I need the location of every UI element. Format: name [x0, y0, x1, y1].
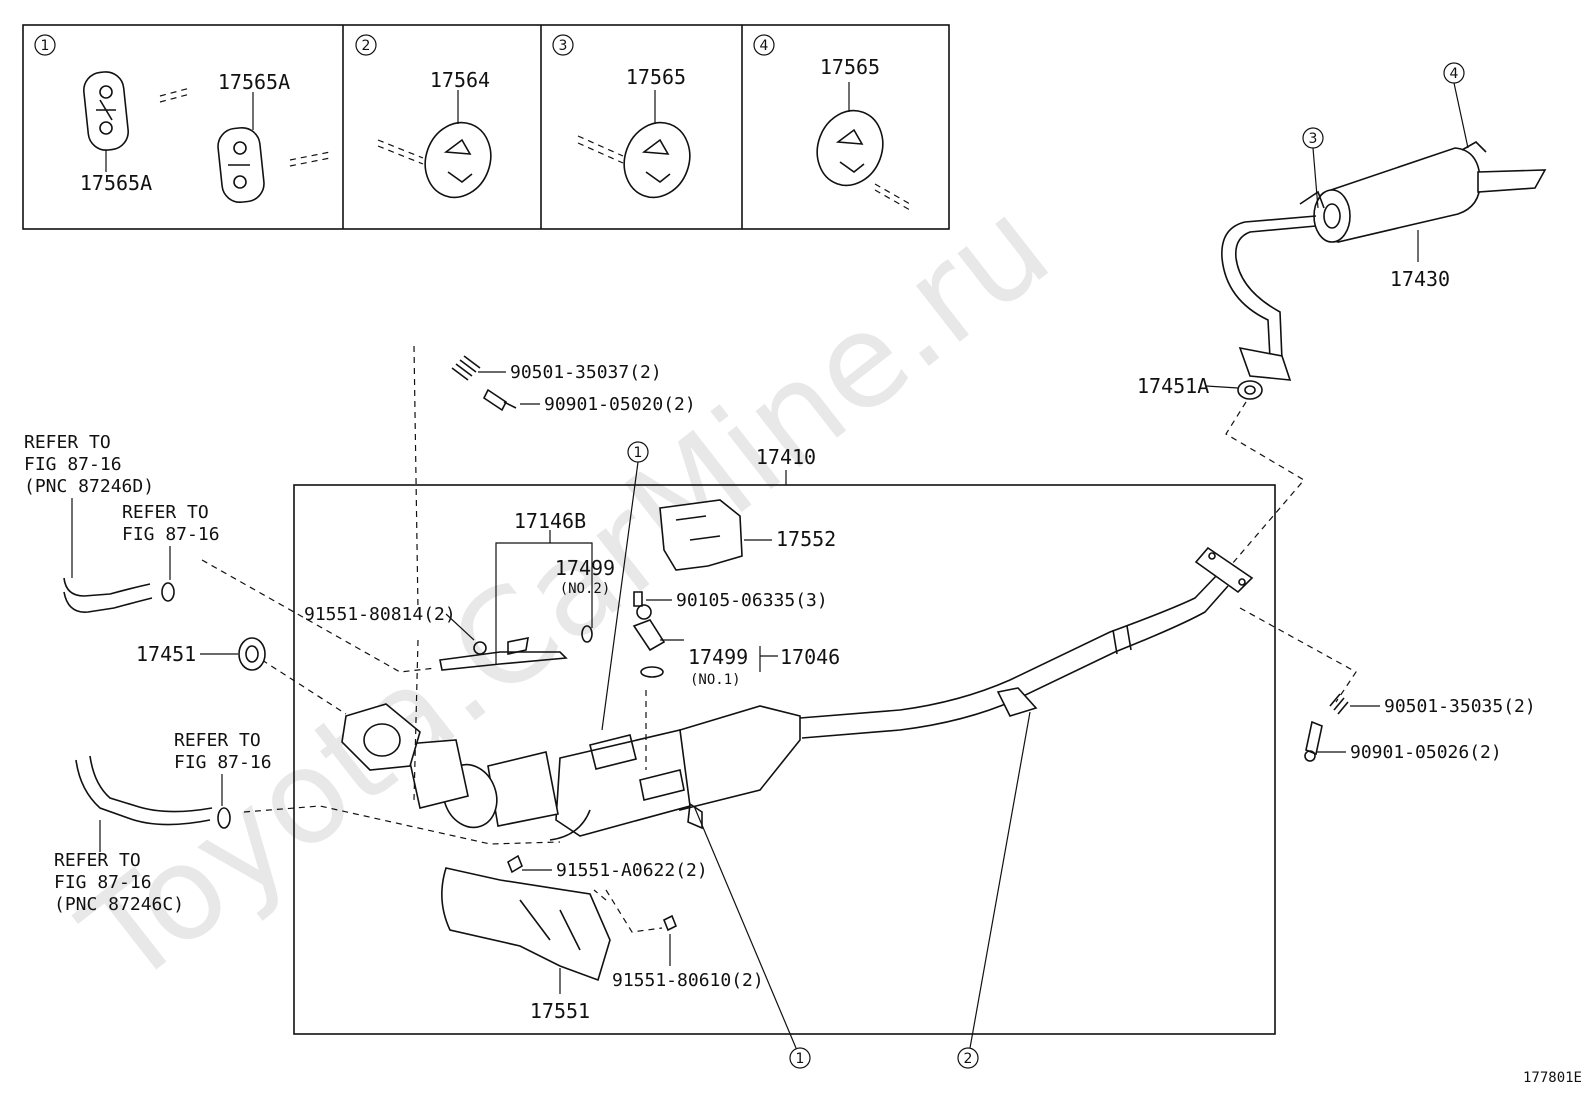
part-label-90501-35037: 90501-35037(2)	[510, 362, 662, 383]
label-91551-80814: 91551-80814(2)	[304, 604, 475, 641]
part-label-90901-05020: 90901-05020(2)	[544, 394, 696, 415]
part-label-17046: 17046	[780, 645, 840, 669]
part-label-17146B: 17146B	[514, 509, 586, 533]
exhaust-pipe-assembly	[341, 499, 1254, 982]
panel-number: 4	[760, 38, 769, 54]
label-90105: 90105-06335(3)	[646, 590, 828, 611]
part-label-17552: 17552	[776, 527, 836, 551]
part-label-17451: 17451	[136, 642, 196, 666]
part-label-17551: 17551	[530, 999, 590, 1023]
refer-note-1: REFER TO FIG 87-16 (PNC 87246D)	[24, 432, 175, 613]
note-no2: (NO.2)	[560, 581, 611, 597]
svg-text:REFER TO: REFER TO	[174, 730, 261, 751]
muffler-assembly: 3 4 17430 17451A	[1137, 62, 1547, 565]
svg-text:REFER TO: REFER TO	[54, 850, 141, 871]
label-17552: 17552	[744, 527, 836, 551]
callout-4: 4	[1450, 66, 1459, 82]
callout-3: 3	[1309, 131, 1318, 147]
part-label-17499-no1: 17499	[688, 645, 748, 669]
callout-2-bottom: 2	[957, 711, 1031, 1069]
fastener-90501-35035: 90501-35035(2)	[1329, 693, 1536, 717]
part-label: 17565	[626, 65, 686, 89]
inset-panel-2: 2 17564	[355, 34, 492, 199]
part-label-17410: 17410	[756, 445, 816, 469]
inset-panel-3: 3 17565	[552, 34, 691, 199]
part-label-17430: 17430	[1390, 267, 1450, 291]
refer-note-4: REFER TO FIG 87-16 (PNC 87246C)	[54, 755, 213, 915]
label-17451: 17451	[136, 637, 266, 671]
label-17551: 17551	[530, 968, 590, 1023]
part-label-91551-A0622: 91551-A0622(2)	[556, 860, 708, 881]
inset-panel-4: 4 17565	[753, 34, 911, 211]
svg-text:2: 2	[964, 1051, 973, 1067]
panel-number: 2	[362, 38, 371, 54]
svg-text:1: 1	[796, 1051, 805, 1067]
svg-text:1: 1	[634, 445, 643, 461]
svg-text:FIG 87-16: FIG 87-16	[122, 524, 220, 545]
note-no1: (NO.1)	[690, 672, 741, 688]
label-91551-80610: 91551-80610(2)	[612, 934, 764, 991]
part-label-90901-05026: 90901-05026(2)	[1350, 742, 1502, 763]
svg-text:(PNC 87246C): (PNC 87246C)	[54, 894, 184, 915]
svg-text:FIG 87-16: FIG 87-16	[24, 454, 122, 475]
panel-number: 1	[41, 38, 50, 54]
part-label: 17565A	[218, 70, 290, 94]
part-label: 17565	[820, 55, 880, 79]
inset-panels: 1 17565A 17565A 2	[22, 24, 950, 230]
svg-text:FIG 87-16: FIG 87-16	[54, 872, 152, 893]
inset-panel-1: 1 17565A 17565A	[34, 34, 331, 204]
svg-text:REFER TO: REFER TO	[24, 432, 111, 453]
callout-1-converter: 1	[601, 441, 649, 731]
refer-note-2: REFER TO FIG 87-16	[122, 502, 220, 580]
callout-1-bottom: 1	[693, 805, 811, 1069]
part-label-91551-80610: 91551-80610(2)	[612, 970, 764, 991]
part-label-17499-no2: 17499	[555, 556, 615, 580]
panel-number: 3	[559, 38, 568, 54]
part-label-91551-80814: 91551-80814(2)	[304, 604, 456, 625]
label-17146B: 17146B 17499 (NO.2)	[495, 509, 615, 665]
fastener-90901-05020: 90901-05020(2)	[482, 388, 696, 415]
part-label-90501-35035: 90501-35035(2)	[1384, 696, 1536, 717]
label-91551-A0622: 91551-A0622(2)	[522, 860, 708, 881]
svg-text:(PNC 87246D): (PNC 87246D)	[24, 476, 154, 497]
svg-text:FIG 87-16: FIG 87-16	[174, 752, 272, 773]
refer-note-3: REFER TO FIG 87-16	[174, 730, 272, 829]
assembly-box-17410	[293, 484, 1276, 1035]
label-17046: 17499 (NO.1) 17046	[660, 639, 840, 688]
fastener-90501-35037: 90501-35037(2)	[451, 355, 662, 383]
fastener-90901-05026: 90901-05026(2)	[1304, 720, 1502, 763]
figure-code: 177801E	[1523, 1070, 1582, 1086]
part-label: 17565A	[80, 171, 152, 195]
part-label: 17564	[430, 68, 490, 92]
part-label-17451A: 17451A	[1137, 374, 1209, 398]
part-label-90105-06335: 90105-06335(3)	[676, 590, 828, 611]
svg-text:REFER TO: REFER TO	[122, 502, 209, 523]
